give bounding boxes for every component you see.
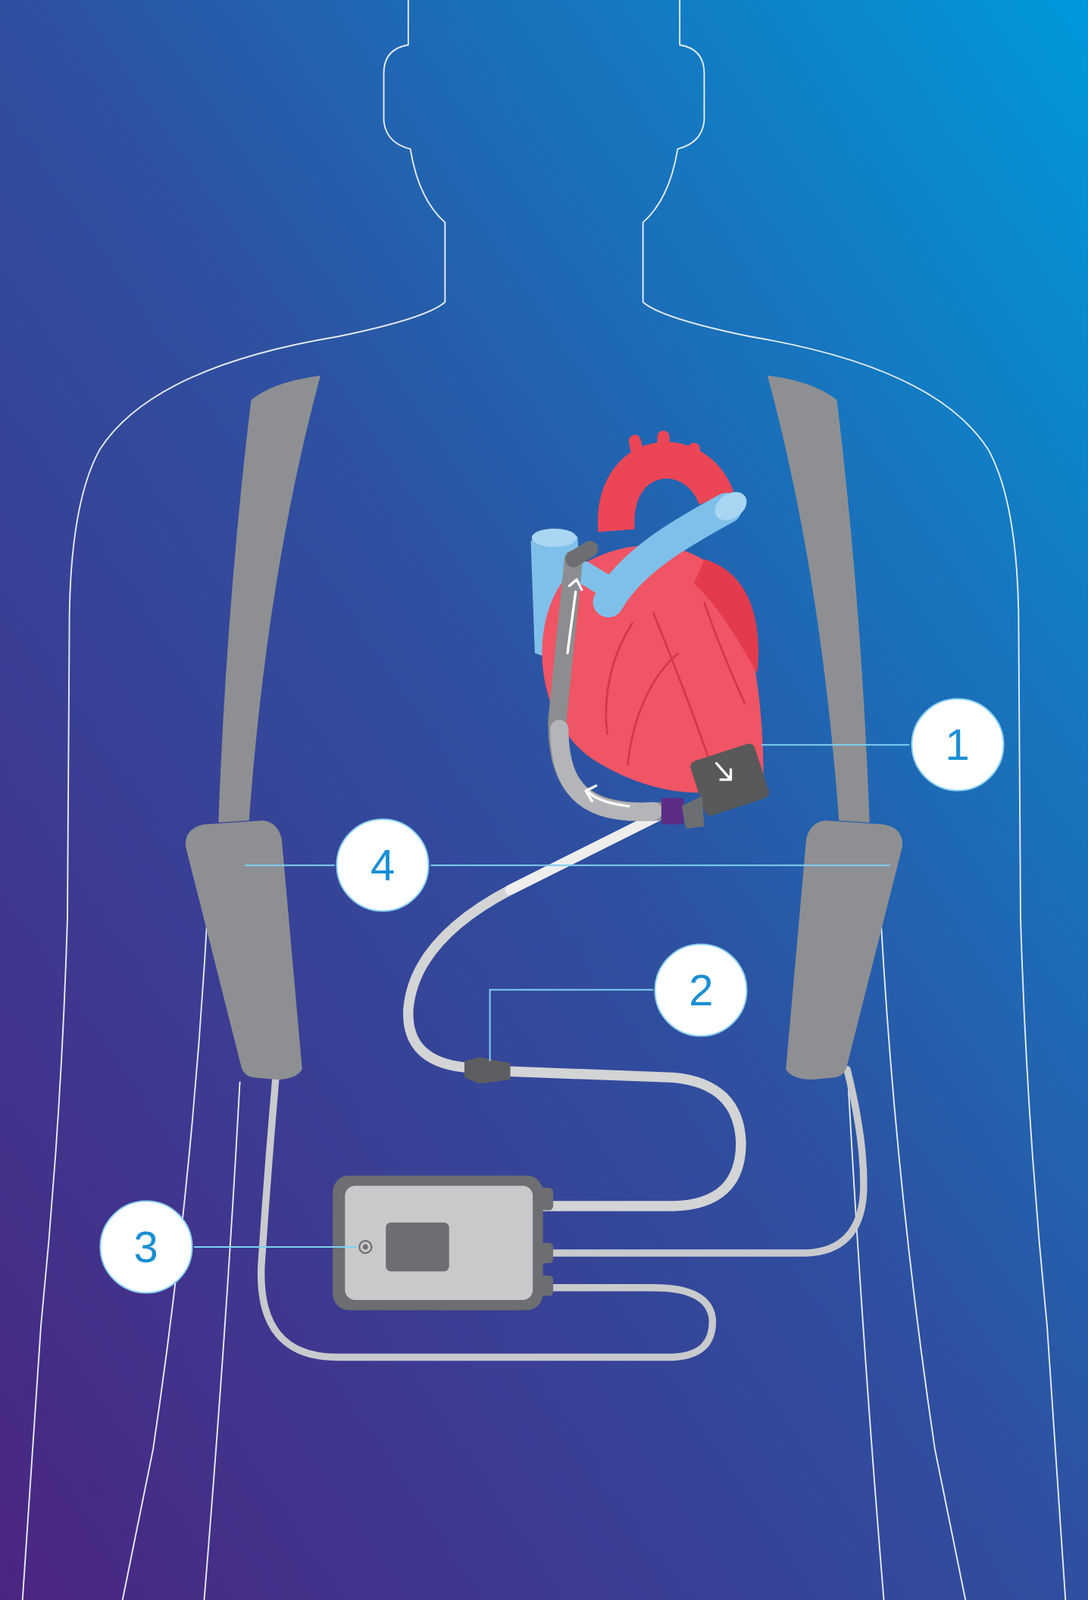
callout-ring (911, 699, 1004, 791)
driveline-connector (464, 1056, 511, 1084)
controller (332, 1175, 554, 1311)
leader-line (193, 744, 910, 1248)
callout-circle: 3 (99, 1200, 194, 1295)
body-outline (22, 0, 1067, 1600)
callout-ring (337, 819, 429, 912)
battery-cable (261, 1069, 864, 1358)
callout-number: 2 (688, 968, 713, 1013)
callout-ring (655, 944, 748, 1036)
callout-ring (100, 1201, 192, 1294)
battery-holster (185, 375, 903, 1080)
outflow-graft (556, 549, 661, 813)
pump (661, 741, 771, 829)
callout-circle: 2 (653, 943, 748, 1038)
callout-number: 1 (944, 722, 970, 767)
callout-circle: 4 (335, 818, 430, 913)
driveline (408, 808, 741, 1207)
callout-number: 3 (133, 1225, 158, 1270)
callout-circle: 1 (910, 697, 1005, 792)
callout-number: 4 (370, 843, 395, 888)
